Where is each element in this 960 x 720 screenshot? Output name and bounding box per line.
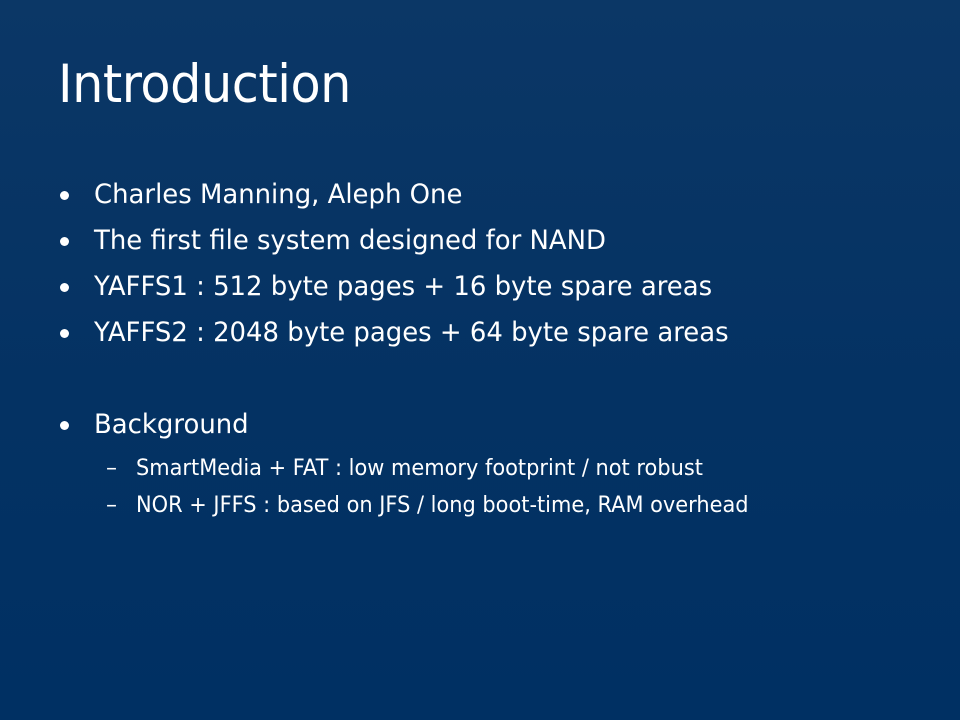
sub-list-item: – NOR + JFFS : based on JFS / long boot-… — [94, 489, 938, 523]
sub-bullet-text: NOR + JFFS : based on JFS / long boot-ti… — [136, 493, 749, 518]
bullet-text: YAFFS2 : 2048 byte pages + 64 byte spare… — [94, 317, 729, 348]
bullet-list: Charles Manning, Aleph One The first fil… — [58, 176, 938, 352]
list-item-background: Background — [58, 406, 938, 444]
list-item: The first file system designed for NAND — [58, 222, 938, 260]
background-section: Background — [58, 406, 938, 444]
dash-icon: – — [106, 493, 117, 518]
sub-bullet-list: – SmartMedia + FAT : low memory footprin… — [94, 452, 938, 523]
bullet-dot-icon — [60, 237, 69, 246]
bullet-dot-icon — [60, 283, 69, 292]
sub-list-item: – SmartMedia + FAT : low memory footprin… — [94, 452, 938, 486]
list-item: YAFFS2 : 2048 byte pages + 64 byte spare… — [58, 314, 938, 352]
bullet-text: YAFFS1 : 512 byte pages + 16 byte spare … — [94, 271, 713, 302]
slide-title: Introduction — [58, 54, 351, 115]
dash-icon: – — [106, 456, 117, 481]
bullet-dot-icon — [60, 421, 69, 430]
section-spacer — [58, 360, 938, 406]
bullet-dot-icon — [60, 191, 69, 200]
bullet-dot-icon — [60, 329, 69, 338]
sub-bullet-text: SmartMedia + FAT : low memory footprint … — [136, 456, 703, 481]
slide-content: Charles Manning, Aleph One The first fil… — [58, 176, 938, 526]
list-item: Charles Manning, Aleph One — [58, 176, 938, 214]
bullet-text: Background — [94, 409, 249, 440]
list-item: YAFFS1 : 512 byte pages + 16 byte spare … — [58, 268, 938, 306]
bullet-text: Charles Manning, Aleph One — [94, 179, 463, 210]
bullet-text: The first file system designed for NAND — [94, 225, 606, 256]
